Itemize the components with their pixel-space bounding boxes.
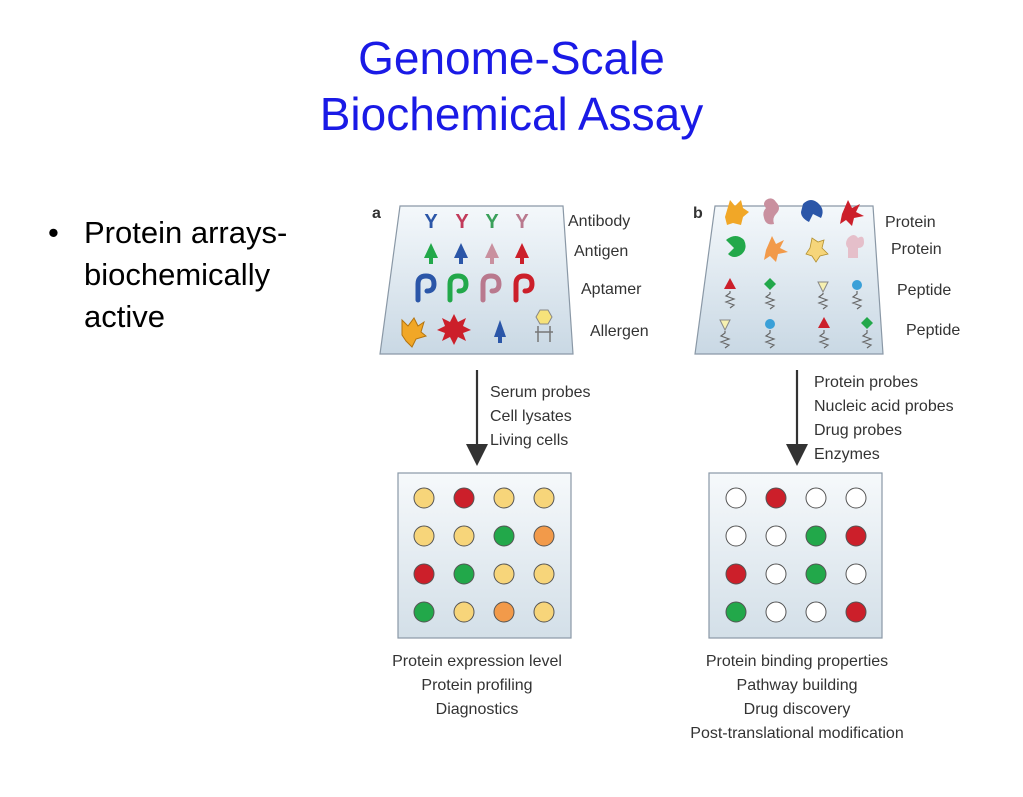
title-line-2: Biochemical Assay (319, 88, 704, 140)
array-spot-green (725, 601, 747, 623)
row-label-antigen: Antigen (574, 243, 628, 260)
row-label-peptide: Peptide (906, 322, 960, 339)
bullet-text-line-2: biochemically (84, 257, 271, 292)
array-spot-yellow (493, 487, 515, 509)
array-spot-white (725, 487, 747, 509)
panel-a-outcomes: Protein expression level Protein profili… (392, 653, 562, 718)
array-spot-orange (533, 525, 555, 547)
svg-text:Y: Y (515, 211, 529, 233)
array-spot-yellow (493, 563, 515, 585)
array-spot-white (845, 563, 867, 585)
probe-label: Protein probes (814, 374, 918, 391)
probe-label: Enzymes (814, 446, 880, 463)
bullet-text: Protein arrays- biochemically active (84, 212, 354, 338)
array-spot-white (845, 487, 867, 509)
array-spot-green (805, 563, 827, 585)
panel-b-result-grid (725, 487, 867, 623)
panel-b-letter: b (693, 205, 703, 222)
probe-label: Cell lysates (490, 408, 572, 425)
panel-a: a Y Y Y Y (372, 205, 649, 718)
outcome-label: Protein binding properties (706, 653, 888, 670)
row-label-antibody: Antibody (568, 213, 630, 230)
row-label-protein: Protein (891, 241, 942, 258)
array-spot-white (765, 563, 787, 585)
row-label-aptamer: Aptamer (581, 281, 642, 298)
svg-text:Y: Y (424, 211, 438, 233)
peptide-icon (724, 278, 863, 310)
bullet-text-line-1: Protein arrays- (84, 215, 288, 250)
protein-icon (726, 235, 864, 263)
outcome-label: Post-translational modification (690, 725, 903, 742)
probe-label: Living cells (490, 432, 568, 449)
panel-a-letter: a (372, 205, 381, 222)
aptamer-icon (415, 273, 535, 303)
array-spot-white (765, 601, 787, 623)
outcome-label: Diagnostics (436, 701, 519, 718)
panel-b-outcomes: Protein binding properties Pathway build… (690, 653, 903, 742)
array-spot-red (453, 487, 475, 509)
panel-b-row-labels: Protein Protein Peptide Peptide (885, 214, 960, 339)
array-spot-red (845, 601, 867, 623)
array-spot-red (725, 563, 747, 585)
array-spot-yellow (533, 563, 555, 585)
panel-a-result-grid (413, 487, 555, 623)
svg-text:Y: Y (455, 211, 469, 233)
array-spot-red (845, 525, 867, 547)
antibody-icon: Y Y Y Y (424, 211, 529, 233)
array-spot-yellow (533, 487, 555, 509)
array-spot-green (805, 525, 827, 547)
row-label-protein: Protein (885, 214, 936, 231)
panel-a-row-labels: Antibody Antigen Aptamer Allergen (568, 213, 649, 340)
antigen-icon (424, 243, 529, 264)
outcome-label: Protein profiling (421, 677, 532, 694)
slide-title: Genome-Scale Biochemical Assay (0, 30, 1023, 142)
array-spot-white (805, 601, 827, 623)
peptide-icon (719, 317, 873, 349)
array-spot-yellow (413, 487, 435, 509)
panel-b-probe-list: Protein probes Nucleic acid probes Drug … (814, 374, 954, 463)
array-spot-white (725, 525, 747, 547)
panel-a-array-tray (379, 205, 574, 355)
panel-b-array-tray (694, 205, 884, 355)
panel-a-probe-list: Serum probes Cell lysates Living cells (490, 384, 591, 449)
row-label-peptide: Peptide (897, 282, 951, 299)
array-spot-red (413, 563, 435, 585)
panel-b: b (690, 198, 960, 742)
array-spot-yellow (533, 601, 555, 623)
protein-icon (725, 198, 864, 226)
allergen-icon (401, 309, 553, 348)
probe-label: Serum probes (490, 384, 591, 401)
bullet-text-line-3: active (84, 299, 165, 334)
array-spot-green (493, 525, 515, 547)
row-label-allergen: Allergen (590, 323, 649, 340)
bullet-marker: • (48, 215, 59, 250)
outcome-label: Pathway building (737, 677, 858, 694)
array-spot-white (805, 487, 827, 509)
outcome-label: Drug discovery (744, 701, 851, 718)
outcome-label: Protein expression level (392, 653, 562, 670)
array-spot-yellow (453, 601, 475, 623)
probe-label: Drug probes (814, 422, 902, 439)
array-spot-yellow (413, 525, 435, 547)
svg-text:Y: Y (485, 211, 499, 233)
array-spot-yellow (453, 525, 475, 547)
array-spot-red (765, 487, 787, 509)
array-spot-orange (493, 601, 515, 623)
title-line-1: Genome-Scale (358, 32, 665, 84)
probe-label: Nucleic acid probes (814, 398, 954, 415)
array-spot-green (453, 563, 475, 585)
array-spot-green (413, 601, 435, 623)
array-spot-white (765, 525, 787, 547)
